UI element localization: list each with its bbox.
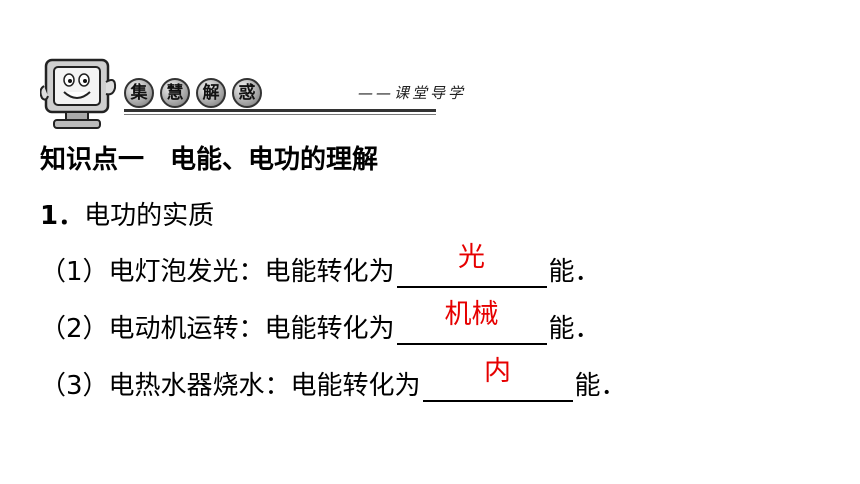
- row-prefix: （2）电动机运转：电能转化为: [40, 314, 395, 344]
- banner-tag: 慧: [160, 78, 190, 108]
- row-prefix: （3）电热水器烧水：电能转化为: [40, 371, 421, 401]
- banner-tag: 集: [124, 78, 154, 108]
- row-suffix: 能．: [574, 371, 627, 401]
- answer-blank[interactable]: 光: [396, 242, 547, 288]
- section-title: 知识点一 电能、电功的理解: [40, 145, 379, 175]
- answer-text: 机械: [444, 299, 499, 330]
- banner-underline-thin: [124, 114, 436, 115]
- row-prefix: （1）电灯泡发光：电能转化为: [40, 257, 395, 287]
- item-heading: 1．电功的实质: [40, 200, 214, 232]
- fill-row-3: （3）电热水器烧水：电能转化为 内 能．: [40, 356, 627, 402]
- section-banner: 集 慧 解 惑 ——课堂导学: [40, 52, 463, 136]
- banner-subtitle: ——课堂导学: [358, 84, 467, 102]
- answer-blank[interactable]: 内: [422, 356, 573, 402]
- item-number: 1．: [40, 201, 85, 231]
- banner-tag-strip: 集 慧 解 惑 ——课堂导学: [124, 72, 463, 115]
- fill-row-1: （1）电灯泡发光：电能转化为 光 能．: [40, 242, 601, 288]
- row-suffix: 能．: [548, 257, 601, 287]
- banner-underline: [124, 109, 436, 112]
- fill-row-2: （2）电动机运转：电能转化为 机械 能．: [40, 299, 601, 345]
- banner-tag: 惑: [232, 78, 262, 108]
- banner-tag: 解: [196, 78, 226, 108]
- answer-blank[interactable]: 机械: [396, 299, 547, 345]
- item-text: 电功的实质: [84, 201, 215, 231]
- row-suffix: 能．: [548, 314, 601, 344]
- answer-text: 光: [458, 242, 486, 273]
- computer-mascot-icon: [40, 58, 117, 129]
- answer-text: 内: [484, 356, 512, 387]
